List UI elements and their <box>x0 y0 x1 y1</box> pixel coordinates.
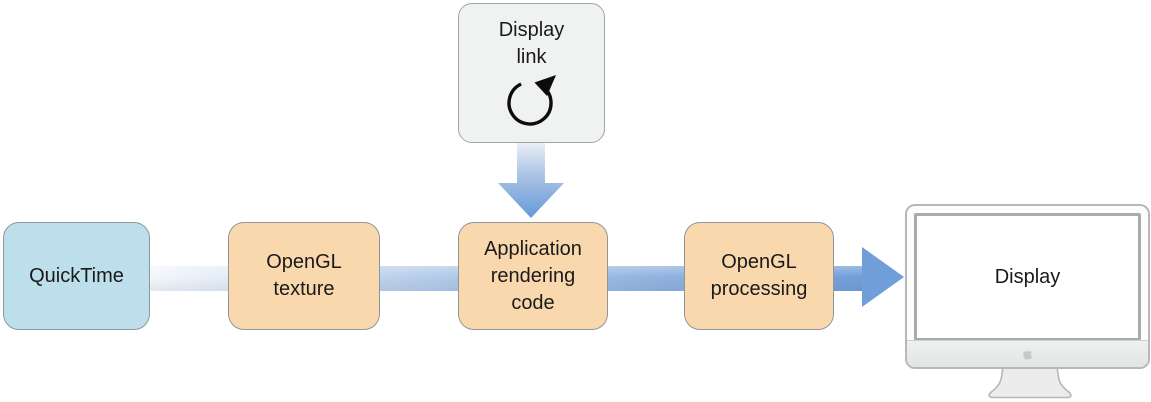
monitor-screen: Display <box>914 213 1141 341</box>
monitor-stand <box>988 367 1072 399</box>
circular-arrow-icon <box>506 75 556 126</box>
node-label: OpenGL texture <box>266 251 342 300</box>
imac-monitor-icon: Display <box>905 204 1150 369</box>
node-opengl-texture: OpenGL texture <box>228 222 380 330</box>
node-opengl-processing: OpenGL processing <box>684 222 834 330</box>
display-label: Display <box>994 265 1061 288</box>
node-label: QuickTime <box>29 264 124 287</box>
display-link-down-arrow-icon <box>498 143 564 218</box>
node-label: Application rendering code <box>484 237 582 314</box>
node-display-link: Display link <box>458 3 605 143</box>
flow-arrowhead-icon <box>862 247 904 307</box>
node-label: Display link <box>498 19 565 68</box>
node-application-rendering-code: Application rendering code <box>458 222 608 330</box>
apple-logo-icon <box>1022 348 1032 360</box>
node-label: OpenGL processing <box>710 251 808 300</box>
monitor-chin <box>907 340 1148 367</box>
node-quicktime: QuickTime <box>3 222 150 330</box>
